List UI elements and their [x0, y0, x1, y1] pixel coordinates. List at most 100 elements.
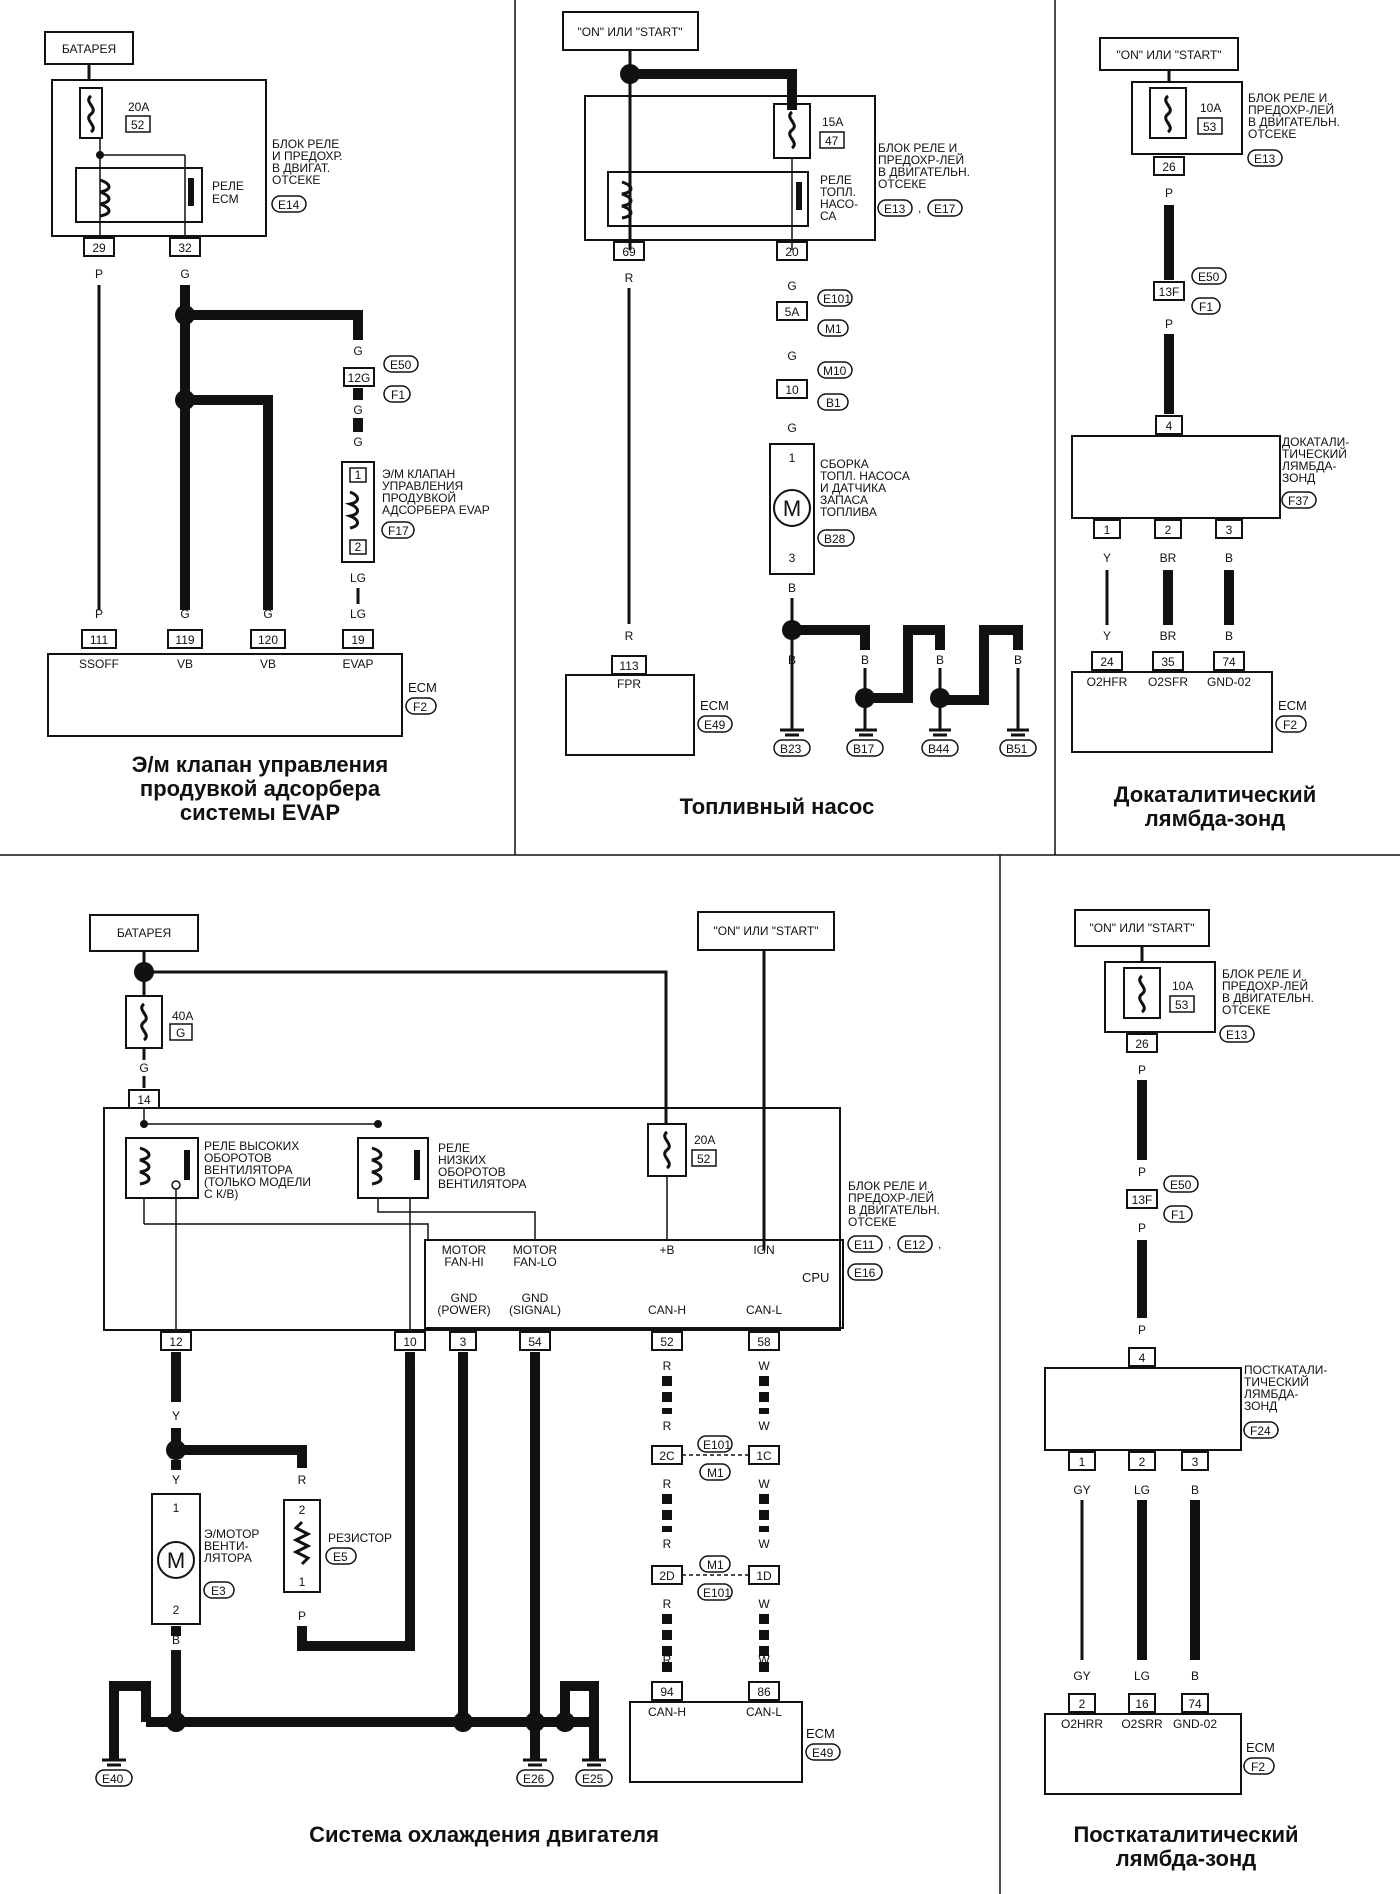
svg-text:F1: F1 — [391, 388, 405, 402]
svg-text:В ДВИГАТЕЛЬН.: В ДВИГАТЕЛЬН. — [848, 1203, 940, 1217]
svg-text:119: 119 — [175, 633, 194, 647]
svg-text:E12: E12 — [904, 1238, 926, 1252]
svg-text:O2HFR: O2HFR — [1087, 675, 1128, 689]
ground-icon — [102, 1758, 606, 1767]
svg-text:(SIGNAL): (SIGNAL) — [509, 1303, 561, 1317]
svg-text:47: 47 — [825, 134, 839, 148]
svg-text:B1: B1 — [826, 396, 841, 410]
svg-text:E101: E101 — [703, 1438, 731, 1452]
svg-text:94: 94 — [660, 1685, 674, 1699]
svg-text:ОТСЕКЕ: ОТСЕКЕ — [848, 1215, 896, 1229]
svg-text:4: 4 — [1139, 1351, 1146, 1365]
svg-text:1: 1 — [789, 451, 796, 465]
svg-text:B: B — [904, 653, 912, 667]
svg-text:B: B — [110, 1689, 118, 1703]
svg-text:BR: BR — [1160, 551, 1177, 565]
post-sensor-caption: Посткаталитический — [1073, 1822, 1298, 1847]
battery-label: БАТАРЕЯ — [62, 42, 116, 56]
svg-text:B: B — [531, 1689, 539, 1703]
svg-text:БЛОК РЕЛЕ И: БЛОК РЕЛЕ И — [1248, 91, 1327, 105]
svg-text:W: W — [758, 1359, 770, 1373]
svg-text:GND-02: GND-02 — [1173, 1717, 1217, 1731]
svg-text:12G: 12G — [348, 371, 371, 385]
svg-text:10A: 10A — [1200, 101, 1221, 115]
svg-text:10: 10 — [403, 1335, 417, 1349]
svg-text:G: G — [180, 267, 189, 281]
svg-text:B: B — [531, 1359, 539, 1373]
svg-text:CAN-H: CAN-H — [648, 1303, 686, 1317]
svg-text:БЛОК РЕЛЕ И: БЛОК РЕЛЕ И — [848, 1179, 927, 1193]
svg-text:W: W — [758, 1597, 770, 1611]
pre-fuse-block — [1131, 81, 1243, 155]
svg-text:ECM: ECM — [212, 192, 239, 206]
svg-text:G: G — [787, 349, 796, 363]
svg-text:ECM: ECM — [806, 1726, 835, 1741]
svg-text:29: 29 — [92, 241, 106, 255]
svg-text:26: 26 — [1162, 160, 1176, 174]
evap-caption: Э/м клапан управления — [132, 752, 389, 777]
svg-text:B: B — [788, 581, 796, 595]
svg-text:19: 19 — [351, 633, 365, 647]
cpu-box — [424, 1239, 844, 1329]
svg-text:"ON" ИЛИ "START": "ON" ИЛИ "START" — [577, 25, 682, 39]
svg-text:С К/В): С К/В) — [204, 1187, 238, 1201]
fuel-relay-icon — [607, 171, 809, 227]
svg-text:,: , — [918, 201, 921, 215]
svg-text:ECM: ECM — [1278, 698, 1307, 713]
svg-text:14: 14 — [137, 1093, 151, 1107]
svg-text:2: 2 — [1139, 1455, 1146, 1469]
svg-text:E25: E25 — [582, 1772, 604, 1786]
svg-text:G: G — [353, 344, 362, 358]
svg-text:M: M — [167, 1548, 185, 1573]
cooling-section: БАТАРЕЯ "ON" ИЛИ "START" 40A G G 14 РЕЛЕ… — [89, 911, 941, 1847]
svg-text:R: R — [663, 1359, 672, 1373]
svg-text:86: 86 — [757, 1685, 771, 1699]
svg-text:111: 111 — [90, 633, 109, 647]
fuel-pump-caption: Топливный насос — [680, 794, 875, 819]
svg-text:В ДВИГАТЕЛЬН.: В ДВИГАТЕЛЬН. — [1222, 991, 1314, 1005]
svg-text:БЛОК РЕЛЕ И: БЛОК РЕЛЕ И — [878, 141, 957, 155]
svg-text:P: P — [1138, 1221, 1146, 1235]
svg-text:В ДВИГАТ.: В ДВИГАТ. — [272, 161, 330, 175]
fuel-pump-section: "ON" ИЛИ "START" 15A 47 РЕЛЕ ТОПЛ. НАСО-… — [562, 11, 1037, 819]
svg-text:E40: E40 — [102, 1772, 124, 1786]
svg-text:ПРЕДОХР-ЛЕЙ: ПРЕДОХР-ЛЕЙ — [1248, 102, 1334, 117]
svg-text:ВЕНТИЛЯТОРА: ВЕНТИЛЯТОРА — [438, 1177, 527, 1191]
svg-text:SSOFF: SSOFF — [79, 657, 119, 671]
svg-text:ТОПЛИВА: ТОПЛИВА — [820, 505, 877, 519]
svg-text:F17: F17 — [388, 524, 409, 538]
svg-text:VB: VB — [177, 657, 193, 671]
svg-text:W: W — [758, 1477, 770, 1491]
pre-sensor-caption: Докаталитический — [1114, 782, 1316, 807]
svg-text:B: B — [1191, 1669, 1199, 1683]
fuse-rating: 20A — [128, 100, 149, 114]
svg-text:B: B — [172, 1633, 180, 1647]
svg-text:FAN-HI: FAN-HI — [444, 1255, 483, 1269]
svg-text:G: G — [263, 607, 272, 621]
svg-text:W: W — [758, 1537, 770, 1551]
svg-text:B: B — [459, 1359, 467, 1373]
svg-text:ТОПЛ.: ТОПЛ. — [820, 185, 856, 199]
svg-text:F2: F2 — [1283, 718, 1297, 732]
svg-text:52: 52 — [697, 1152, 711, 1166]
svg-text:GND-02: GND-02 — [1207, 675, 1251, 689]
fuse-icon — [1123, 967, 1161, 1019]
svg-text:E50: E50 — [1198, 270, 1220, 284]
svg-text:ТИЧЕСКИЙ: ТИЧЕСКИЙ — [1282, 446, 1347, 461]
svg-text:4: 4 — [1166, 419, 1173, 433]
svg-text:1: 1 — [1104, 523, 1111, 537]
svg-text:LG: LG — [1134, 1483, 1150, 1497]
svg-text:LG: LG — [350, 607, 366, 621]
svg-text:P: P — [1165, 186, 1173, 200]
svg-text:P: P — [1138, 1063, 1146, 1077]
svg-text:ЗОНД: ЗОНД — [1244, 1399, 1277, 1413]
svg-text:В ДВИГАТЕЛЬН.: В ДВИГАТЕЛЬН. — [1248, 115, 1340, 129]
fuse-number: 52 — [131, 118, 145, 132]
svg-text:F1: F1 — [1171, 1208, 1185, 1222]
svg-text:P: P — [95, 267, 103, 281]
svg-text:E17: E17 — [934, 202, 956, 216]
svg-text:F2: F2 — [1251, 1760, 1265, 1774]
svg-text:M10: M10 — [823, 364, 847, 378]
svg-text:ТОПЛ. НАСОСА: ТОПЛ. НАСОСА — [820, 469, 910, 483]
svg-text:B: B — [861, 653, 869, 667]
